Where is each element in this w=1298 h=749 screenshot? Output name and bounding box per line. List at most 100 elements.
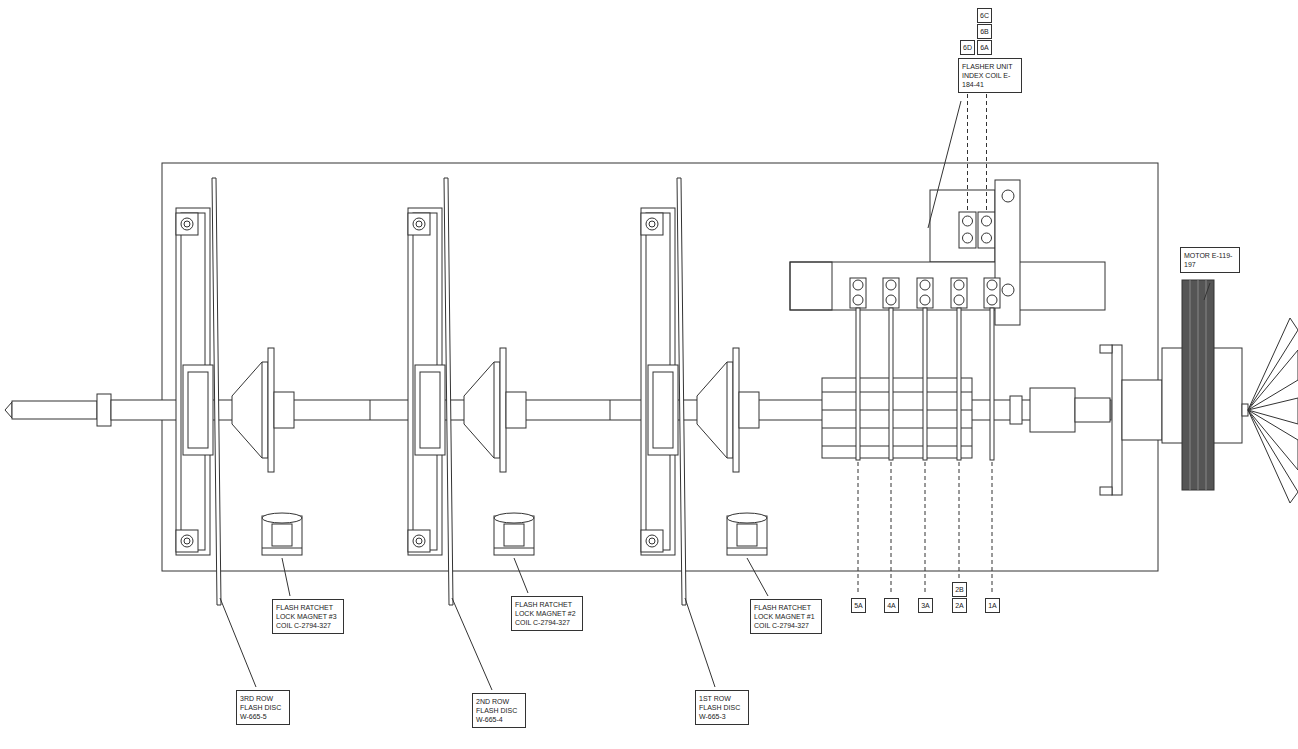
leader-lines-part	[452, 598, 492, 690]
motor-drawing-part	[1198, 280, 1199, 490]
flasher-unit-part	[822, 392, 972, 393]
flasher-unit-part	[822, 446, 972, 447]
first-row-assembly	[641, 178, 767, 605]
motor-drawing-part	[1206, 280, 1207, 490]
callout-text: FLASH RATCHET LOCK MAGNET #3 COIL C-2794…	[276, 603, 340, 630]
wire-leads-part	[891, 462, 892, 595]
tag-label: 6B	[979, 25, 990, 38]
main-shaft-part	[97, 394, 111, 426]
motor-drawing-part	[1248, 318, 1298, 410]
flasher-unit-part	[959, 212, 976, 248]
callout-box: FLASHER UNIT INDEX COIL E-184-41	[958, 58, 1022, 93]
tag-label: 3A	[920, 599, 931, 612]
terminal-tag: 2A	[952, 598, 967, 613]
flasher-unit-part	[856, 308, 860, 460]
motor-drawing	[1100, 280, 1298, 503]
coupling	[1010, 388, 1110, 432]
motor-drawing-part	[1100, 345, 1112, 353]
flasher-unit-part	[822, 428, 972, 429]
callout-box: FLASH RATCHET LOCK MAGNET #3 COIL C-2794…	[272, 599, 344, 634]
wire-leads	[858, 58, 992, 595]
main-shaft-part	[370, 400, 371, 420]
main-shaft-part	[12, 401, 97, 419]
flasher-unit-part	[883, 278, 899, 308]
leader-lines-part	[928, 101, 961, 228]
callout-box: MOTOR E-119-197	[1180, 247, 1240, 273]
flasher-unit-part	[1002, 190, 1014, 202]
motor-drawing-part	[1248, 398, 1298, 424]
terminal-tag: 6D	[960, 40, 975, 55]
wire-leads-part	[992, 462, 993, 595]
flasher-unit-part	[957, 308, 961, 460]
leader-lines-part	[685, 598, 715, 687]
tag-label: 2B	[954, 583, 965, 596]
terminal-tag: 6C	[977, 8, 992, 23]
callout-text: 3RD ROW FLASH DISC W-665-5	[240, 694, 286, 721]
motor-drawing-part	[1190, 280, 1191, 490]
terminal-tag: 6A	[977, 40, 992, 55]
flasher-unit-part	[1002, 284, 1014, 296]
wire-leads-part	[925, 462, 926, 595]
callout-text: 2ND ROW FLASH DISC W-665-4	[476, 697, 522, 724]
flasher-unit-part	[954, 295, 964, 305]
motor-drawing-part	[1248, 410, 1298, 503]
flasher-unit-part	[987, 280, 997, 290]
flasher-unit-part	[951, 278, 967, 308]
tag-label: 6A	[979, 41, 990, 54]
terminal-tag: 4A	[884, 598, 899, 613]
wire-leads-part	[858, 462, 859, 595]
flasher-unit-part	[917, 278, 933, 308]
callout-text: FLASH RATCHET LOCK MAGNET #1 COIL C-2794…	[754, 603, 818, 630]
leader-lines	[220, 101, 1210, 690]
flasher-unit-part	[954, 280, 964, 290]
callout-text: FLASH RATCHET LOCK MAGNET #2 COIL C-2794…	[515, 600, 579, 627]
terminal-tag: 2B	[952, 582, 967, 597]
tag-label: 6D	[962, 41, 973, 54]
callout-text: FLASHER UNIT INDEX COIL E-184-41	[962, 62, 1018, 89]
flasher-unit-part	[982, 216, 992, 226]
flasher-unit-part	[822, 410, 972, 411]
flasher-unit-part	[920, 295, 930, 305]
flasher-unit-part	[963, 233, 973, 243]
flasher-unit-part	[978, 212, 995, 248]
leader-lines-part	[220, 598, 256, 687]
flasher-unit	[790, 180, 1105, 460]
terminal-tag: 6B	[977, 24, 992, 39]
flasher-unit-part	[853, 280, 863, 290]
tag-label: 5A	[853, 599, 864, 612]
tag-label: 6C	[979, 9, 990, 22]
callout-text: MOTOR E-119-197	[1184, 251, 1236, 269]
flasher-unit-part	[850, 278, 866, 308]
motor-drawing-part	[1112, 345, 1122, 495]
main-shaft-part	[610, 400, 611, 420]
callout-box: 2ND ROW FLASH DISC W-665-4	[472, 693, 526, 728]
terminal-tag: 5A	[851, 598, 866, 613]
tag-label: 4A	[886, 599, 897, 612]
wire-leads-part	[959, 462, 960, 579]
tag-label: 2A	[954, 599, 965, 612]
motor-drawing-part	[1100, 487, 1112, 495]
leader-lines-part	[514, 558, 528, 593]
flasher-unit-part	[886, 280, 896, 290]
flasher-unit-part	[990, 308, 994, 460]
callout-text: 1ST ROW FLASH DISC W-665-3	[699, 694, 745, 721]
flasher-unit-part	[790, 262, 1105, 310]
flasher-unit-part	[920, 280, 930, 290]
flasher-unit-part	[930, 190, 995, 262]
flasher-unit-part	[853, 295, 863, 305]
flasher-unit-part	[889, 308, 893, 460]
motor-drawing-part	[1182, 280, 1214, 490]
flasher-unit-part	[984, 278, 1000, 308]
flasher-unit-part	[886, 295, 896, 305]
flasher-unit-part	[790, 262, 832, 310]
second-row-assembly	[408, 178, 534, 605]
coupling-part	[1030, 388, 1075, 432]
callout-box: FLASH RATCHET LOCK MAGNET #1 COIL C-2794…	[750, 599, 822, 634]
coupling-part	[1075, 398, 1110, 422]
leader-lines-part	[282, 558, 290, 596]
callout-box: 3RD ROW FLASH DISC W-665-5	[236, 690, 290, 725]
third-row-assembly	[176, 178, 302, 605]
flasher-unit-part	[987, 295, 997, 305]
flasher-unit-part	[963, 216, 973, 226]
